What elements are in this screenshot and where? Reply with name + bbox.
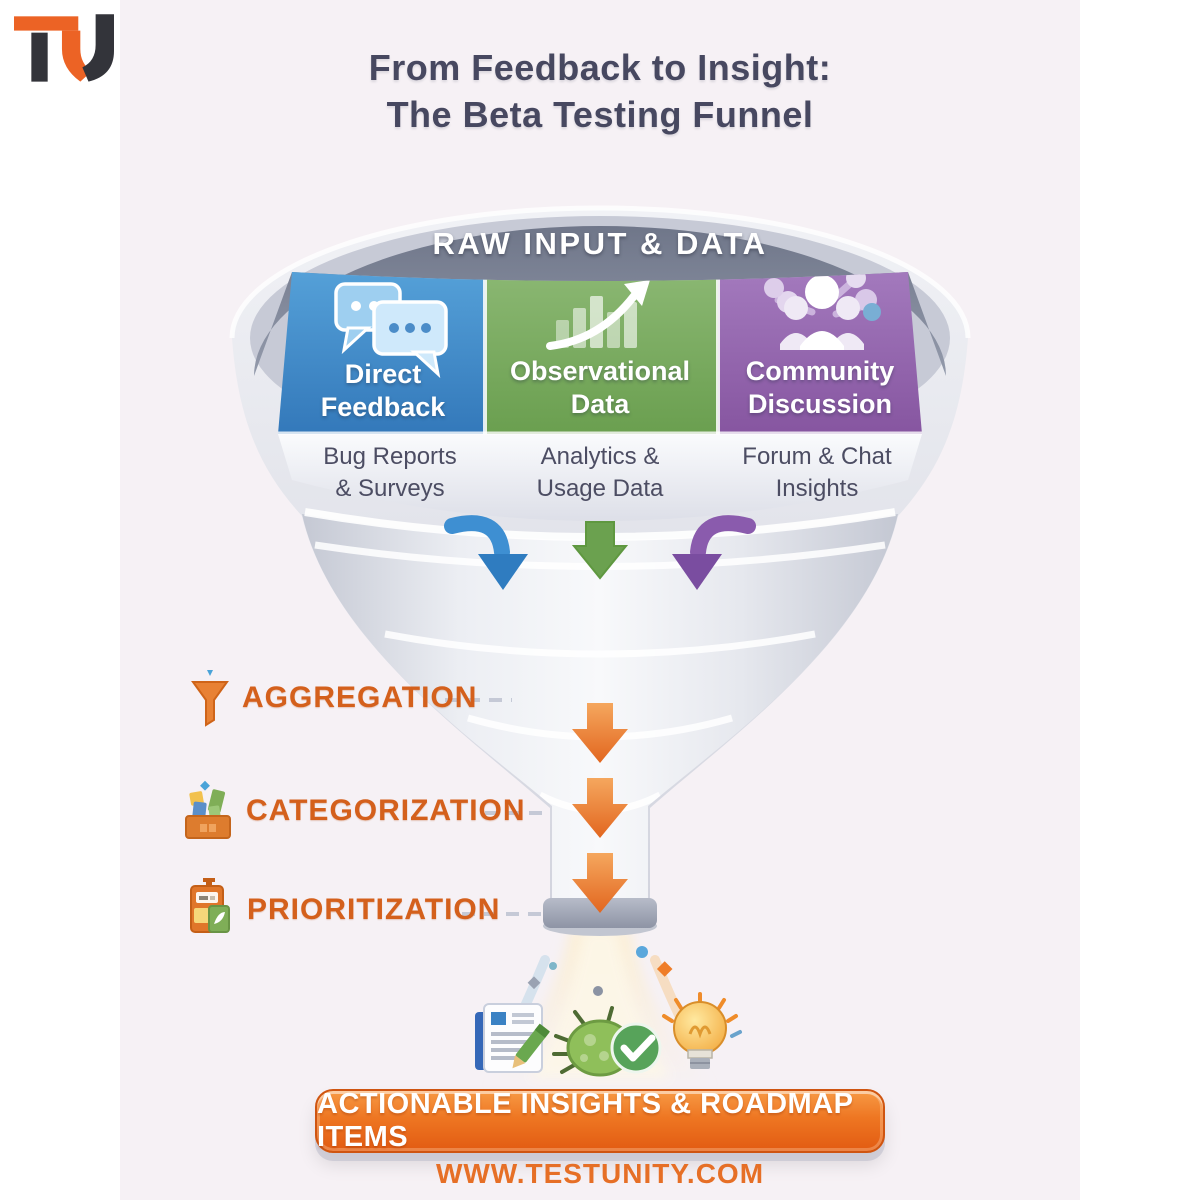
- section-sub-direct-feedback: Bug Reports & Surveys: [323, 443, 457, 502]
- observational-data-arrow: [571, 521, 629, 580]
- process-arrow-3: [572, 853, 628, 913]
- bug-fixed-icon: [552, 1006, 662, 1077]
- section-title-direct-feedback: Direct Feedback: [320, 359, 446, 422]
- bar-chart-growth-icon: [546, 280, 650, 350]
- idea-lightbulb-icon: [662, 992, 742, 1069]
- stage-prioritization: PRIORITIZATION: [185, 878, 500, 942]
- section-title-observational-data: Observational Data: [509, 356, 691, 419]
- funnel-icon: [191, 670, 229, 727]
- stage-categorization: CATEGORIZATION: [182, 780, 526, 842]
- page-title: From Feedback to Insight: The Beta Testi…: [120, 44, 1080, 138]
- raw-input-label: RAW INPUT & DATA: [432, 226, 768, 261]
- direct-feedback-arrow: [444, 515, 528, 590]
- stage-label: PRIORITIZATION: [247, 893, 501, 926]
- website-url[interactable]: WWW.TESTUNITY.COM: [435, 1158, 765, 1189]
- process-arrow-1: [572, 703, 628, 763]
- process-arrow-2: [572, 778, 628, 838]
- stage-aggregation: AGGREGATION: [190, 668, 477, 728]
- banner-label: ACTIONABLE INSIGHTS & ROADMAP ITEMS: [317, 1088, 853, 1153]
- section-title-community-discussion: Community Discussion: [745, 356, 895, 419]
- title-line-1: From Feedback to Insight:: [368, 47, 832, 88]
- stage-label: AGGREGATION: [242, 681, 478, 714]
- report-document-icon: [475, 1003, 550, 1073]
- sorting-box-icon: [185, 780, 231, 839]
- section-sub-community-discussion: Forum & Chat Insights: [742, 443, 892, 502]
- stage-connectors: [445, 698, 550, 916]
- section-sub-observational-data: Analytics & Usage Data: [536, 443, 664, 502]
- actionable-insights-banner: ACTIONABLE INSIGHTS & ROADMAP ITEMS: [315, 1088, 885, 1153]
- raw-input-band: [254, 226, 946, 376]
- testunity-logo: [14, 14, 114, 82]
- community-discussion-arrow: [672, 515, 756, 590]
- chat-bubbles-icon: [334, 282, 448, 379]
- sparkles: [527, 946, 673, 996]
- priority-clipboard-icon: [190, 878, 230, 933]
- sub-label-band: [278, 434, 922, 521]
- title-line-2: The Beta Testing Funnel: [386, 94, 814, 135]
- stage-label: CATEGORIZATION: [246, 794, 526, 827]
